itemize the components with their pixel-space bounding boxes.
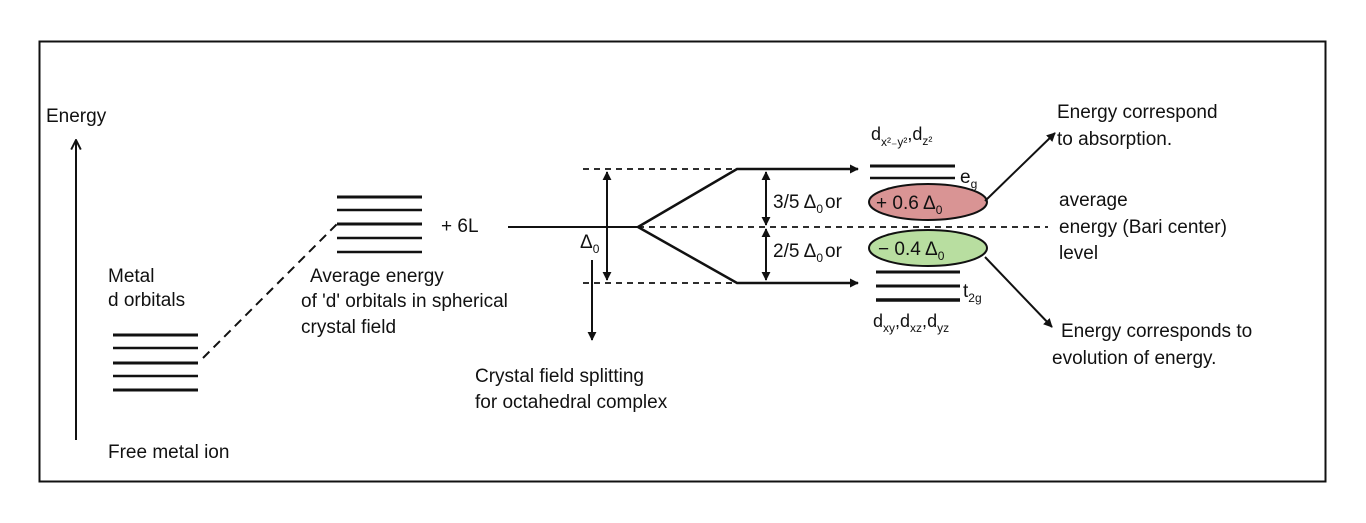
spherical-caption-line1: Average energy [310, 266, 444, 287]
barycenter-annotation-line1: average [1059, 190, 1128, 211]
free-ion-label-line1: Metal [108, 266, 154, 287]
free-ion-label-line2: d orbitals [108, 290, 185, 311]
energy-axis-label: Energy [46, 106, 107, 127]
evolution-annotation-line1: Energy corresponds to [1061, 321, 1252, 342]
t2g-split-line [637, 225, 859, 288]
splitting-caption-line1: Crystal field splitting [475, 366, 644, 387]
t2g-set-label: t2g [963, 281, 982, 305]
eg-energy-ellipse [868, 183, 988, 221]
eg-energy-value: + 0.6 Δ0 [876, 193, 943, 217]
t2g-orbitals-label: dxy,dxz,dyz [873, 311, 949, 335]
evolution-pointer-arrow [984, 256, 1053, 328]
spherical-orbital-levels [337, 195, 422, 254]
connector-dashed [202, 223, 338, 359]
absorption-annotation-line2: to absorption. [1057, 129, 1172, 150]
t2g-energy-ellipse [868, 229, 988, 267]
eg-set-label: eg [960, 167, 977, 191]
splitting-caption-line2: for octahedral complex [475, 392, 668, 413]
delta-label: Δ0 [580, 232, 600, 256]
eg-orbitals-label: dx²₋y²,dz² [871, 124, 932, 149]
absorption-pointer-arrow [984, 132, 1056, 202]
spherical-caption-line2: of 'd' orbitals in spherical [301, 291, 508, 312]
t2g-energy-value: − 0.4 Δ0 [878, 239, 945, 263]
barycenter-annotation-line2: energy (Bari center) [1059, 217, 1227, 238]
free-ion-orbital-levels [113, 333, 198, 392]
absorption-annotation-line1: Energy correspond [1057, 102, 1218, 123]
evolution-annotation-line2: evolution of energy. [1052, 348, 1216, 369]
spherical-caption-line3: crystal field [301, 317, 396, 338]
eg-split-line [637, 164, 859, 229]
ligand-label: + 6L [441, 216, 479, 237]
barycenter-annotation-line3: level [1059, 243, 1098, 264]
diagram-frame [38, 40, 1327, 483]
free-ion-caption: Free metal ion [108, 442, 229, 463]
